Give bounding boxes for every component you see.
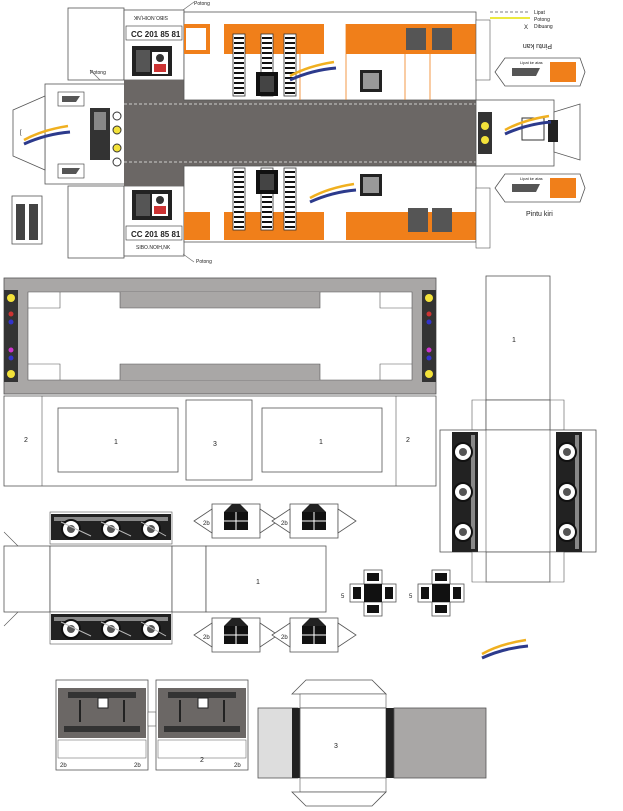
bumper-piece-2: 2b (271, 503, 357, 539)
legend: Lipat Potong X Dibuang (490, 10, 553, 31)
svg-text:Potong: Potong (90, 70, 106, 76)
svg-text:Potong: Potong (534, 17, 550, 23)
loco-number-top-mirror: SIBO.NOIH,NK (133, 14, 168, 20)
svg-text:5: 5 (341, 594, 345, 600)
svg-text:2b: 2b (281, 521, 288, 527)
svg-text:2b: 2b (234, 763, 241, 769)
front-end-piece-left: 2b 2b (55, 679, 149, 771)
svg-text:3: 3 (213, 441, 217, 448)
loco-number-bottom: CC 201 85 81 (131, 230, 181, 239)
svg-text:1: 1 (512, 337, 516, 344)
svg-text:5: 5 (409, 594, 413, 600)
svg-text:2b: 2b (134, 763, 141, 769)
roof-panel (3, 277, 437, 395)
small-stand-piece (11, 195, 43, 245)
potong-label-bottom: Potong (182, 253, 212, 265)
svg-text:X: X (524, 25, 528, 31)
svg-text:Pintu kan: Pintu kan (523, 42, 552, 49)
cab-box-net: 3 (257, 679, 487, 807)
kai-logo (480, 638, 530, 660)
svg-text:Lipat ke atas: Lipat ke atas (520, 176, 543, 181)
svg-text:2: 2 (200, 757, 204, 764)
door-left-piece: Lipat ke atas Pintu kiri (494, 173, 586, 218)
loco-number-top: CC 201 85 81 (131, 30, 181, 39)
svg-text:3: 3 (334, 743, 338, 750)
svg-text:1: 1 (256, 579, 260, 586)
svg-text:Potong: Potong (196, 259, 212, 265)
coupler-piece-1: 5 (341, 569, 397, 617)
door-right-piece: Pintu kan Lipat ke atas (494, 42, 586, 87)
svg-text:Lipat ke atas: Lipat ke atas (520, 60, 543, 65)
svg-text:2: 2 (24, 437, 28, 444)
svg-text:Lipat: Lipat (534, 10, 545, 16)
svg-text:Potong: Potong (194, 1, 210, 7)
locomotive-body-net: [ CC 201 85 81 SIBO.NOIH,NK CC 201 85 81… (12, 7, 581, 259)
coupler-piece-2: 5 (409, 569, 465, 617)
svg-text:Dibuang: Dibuang (534, 24, 553, 30)
front-end-piece-right: 2 2b (155, 679, 249, 771)
bumper-piece-4: 2b (271, 617, 357, 653)
svg-text:2b: 2b (60, 763, 67, 769)
loco-number-bottom-mirror: SIBO.NOIH,NK (136, 245, 171, 251)
potong-label-top: Potong (182, 1, 210, 11)
potong-label-mid: Potong (89, 69, 106, 81)
svg-text:[: [ (20, 130, 22, 136)
svg-text:2b: 2b (203, 521, 210, 527)
bumper-piece-1: 2b (193, 503, 279, 539)
bogie-box-net: 1 (439, 275, 597, 583)
svg-text:1: 1 (114, 439, 118, 446)
chassis-net: 1 (3, 511, 327, 645)
bumper-piece-3: 2b (193, 617, 279, 653)
svg-text:2b: 2b (203, 635, 210, 641)
svg-text:Pintu kiri: Pintu kiri (526, 211, 553, 218)
svg-text:2: 2 (406, 437, 410, 444)
body-panel: 2 1 3 1 2 (3, 395, 437, 487)
svg-text:2b: 2b (281, 635, 288, 641)
svg-text:1: 1 (319, 439, 323, 446)
